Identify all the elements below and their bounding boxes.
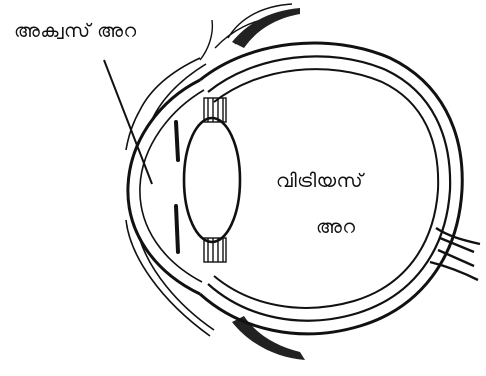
iris-upper — [176, 122, 178, 160]
aqueous-pointer-line — [104, 60, 152, 184]
vitreous-chamber-label-line1: വിട്രിയസ് — [276, 170, 363, 192]
optic-nerve — [430, 228, 480, 280]
vitreous-chamber-label-line2: അറ — [316, 216, 355, 238]
lens — [184, 118, 240, 242]
aqueous-chamber-label: അക്വസ് അറ — [14, 20, 137, 42]
iris-lower — [176, 206, 178, 252]
